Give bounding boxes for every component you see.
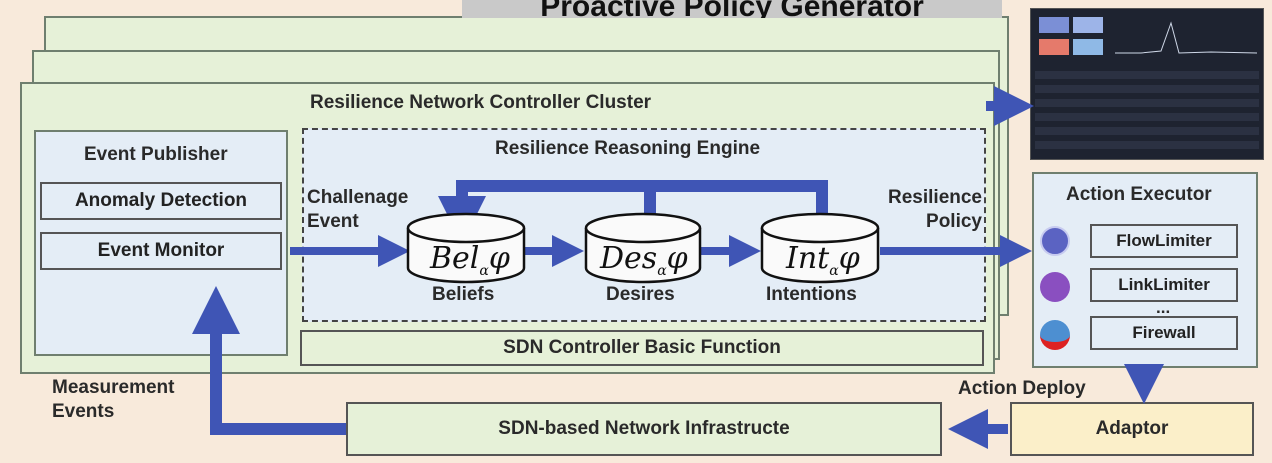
measurement-events-text: Measurement Events — [52, 377, 175, 422]
intentions-to-beliefs-arrow — [438, 180, 828, 244]
beliefs-caption: Beliefs — [432, 284, 495, 305]
adaptor-label: Adaptor — [1095, 418, 1169, 439]
firewall-icon — [1040, 320, 1070, 350]
dash-tile-2 — [1073, 17, 1103, 33]
intentions-symbol: Intαφ — [785, 241, 860, 279]
infra-to-monitor-arrow — [192, 286, 346, 435]
challenge-event-text: Challenage Event — [307, 187, 409, 232]
linklimiter-item: LinkLimiter — [1090, 268, 1238, 302]
executor-ellipsis: ... — [1156, 298, 1171, 317]
network-infrastructure: SDN-based Network Infrastructe — [346, 402, 942, 456]
event-publisher-title: Event Publisher — [84, 144, 228, 165]
dash-tile-4 — [1073, 39, 1103, 55]
desires-cylinder: Desαφ — [584, 212, 702, 284]
event-monitor-box: Event Monitor — [40, 232, 282, 270]
beliefs-cylinder: Belαφ — [406, 212, 526, 284]
anomaly-detection-box: Anomaly Detection — [40, 182, 282, 220]
beliefs-symbol: Belαφ — [429, 241, 510, 279]
reasoning-engine-title: Resilience Reasoning Engine — [495, 138, 761, 159]
basic-function-label: SDN Controller Basic Function — [503, 337, 781, 358]
page-title: Proactive Policy Generator — [462, 0, 1002, 18]
traffic-icon — [1040, 226, 1070, 256]
network-infrastructure-label: SDN-based Network Infrastructe — [498, 418, 790, 439]
cluster-title: Resilience Network Controller Cluster — [310, 92, 652, 113]
firewall-item: Firewall — [1090, 316, 1238, 350]
dash-sparkline — [1115, 21, 1258, 54]
action-deploy-label: Action Deploy — [958, 378, 1086, 399]
basic-function-bar: SDN Controller Basic Function — [300, 330, 984, 366]
action-executor-title: Action Executor — [1066, 184, 1212, 205]
intentions-cylinder: Intαφ — [760, 212, 880, 284]
resilience-policy-label: Resilience Policy — [872, 186, 982, 234]
desires-caption: Desires — [606, 284, 675, 305]
dashboard-screenshot — [1030, 8, 1264, 160]
measurement-events-label: Measurement Events — [52, 376, 182, 424]
dash-tile-3 — [1039, 39, 1069, 55]
challenge-event-label: Challenage Event — [307, 186, 427, 234]
desires-symbol: Desαφ — [599, 241, 688, 279]
flowlimiter-item: FlowLimiter — [1090, 224, 1238, 258]
resilience-policy-text: Resilience Policy — [888, 187, 982, 232]
link-icon — [1040, 272, 1070, 302]
dash-tile-1 — [1039, 17, 1069, 33]
intentions-caption: Intentions — [766, 284, 857, 305]
dash-rows — [1035, 71, 1259, 155]
